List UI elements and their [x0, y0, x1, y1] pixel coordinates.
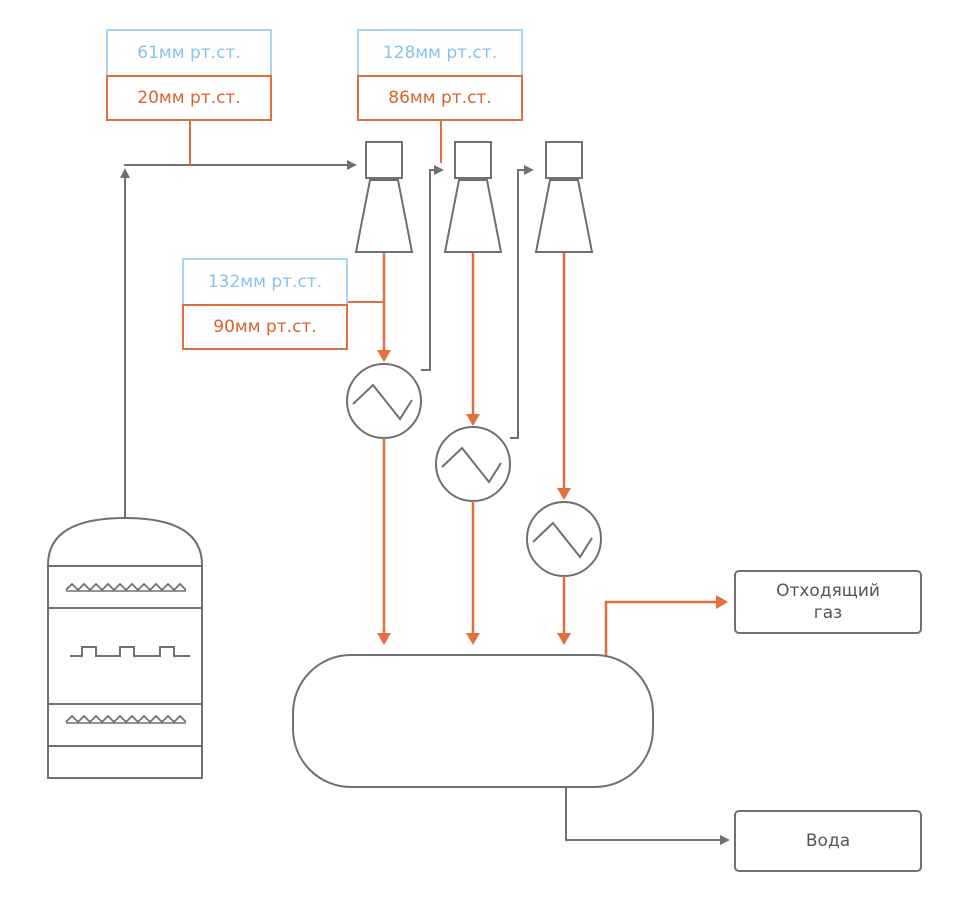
offgas-box: Отходящий газ	[734, 570, 922, 634]
ejector-1	[354, 141, 414, 253]
pressure-1-measured: 61мм рт.ст.	[106, 29, 272, 75]
offgas-label-line1: Отходящий	[776, 581, 880, 601]
vapor-line-2	[421, 165, 444, 371]
water-label: Вода	[805, 831, 851, 851]
receiver-tank	[292, 654, 654, 788]
ejector-2	[443, 141, 503, 253]
pressure-taps	[189, 121, 442, 303]
vapor-line-3	[510, 165, 534, 439]
pressure-2-design: 86мм рт.ст.	[357, 75, 523, 121]
pressure-3-measured: 132мм рт.ст.	[182, 258, 348, 304]
condenser-1	[346, 253, 422, 645]
pressure-1-design: 20мм рт.ст.	[106, 75, 272, 121]
offgas-label-line2: газ	[813, 603, 843, 623]
column-vapor-line	[120, 160, 357, 518]
water-line	[565, 787, 730, 845]
ejector-3	[534, 141, 594, 253]
condenser-2	[435, 253, 511, 645]
water-box: Вода	[734, 810, 922, 872]
pressure-3-design: 90мм рт.ст.	[182, 304, 348, 350]
pressure-2-measured: 128мм рт.ст.	[357, 29, 523, 75]
condenser-3	[526, 253, 602, 645]
distillation-column	[47, 516, 203, 779]
offgas-line	[604, 595, 728, 655]
